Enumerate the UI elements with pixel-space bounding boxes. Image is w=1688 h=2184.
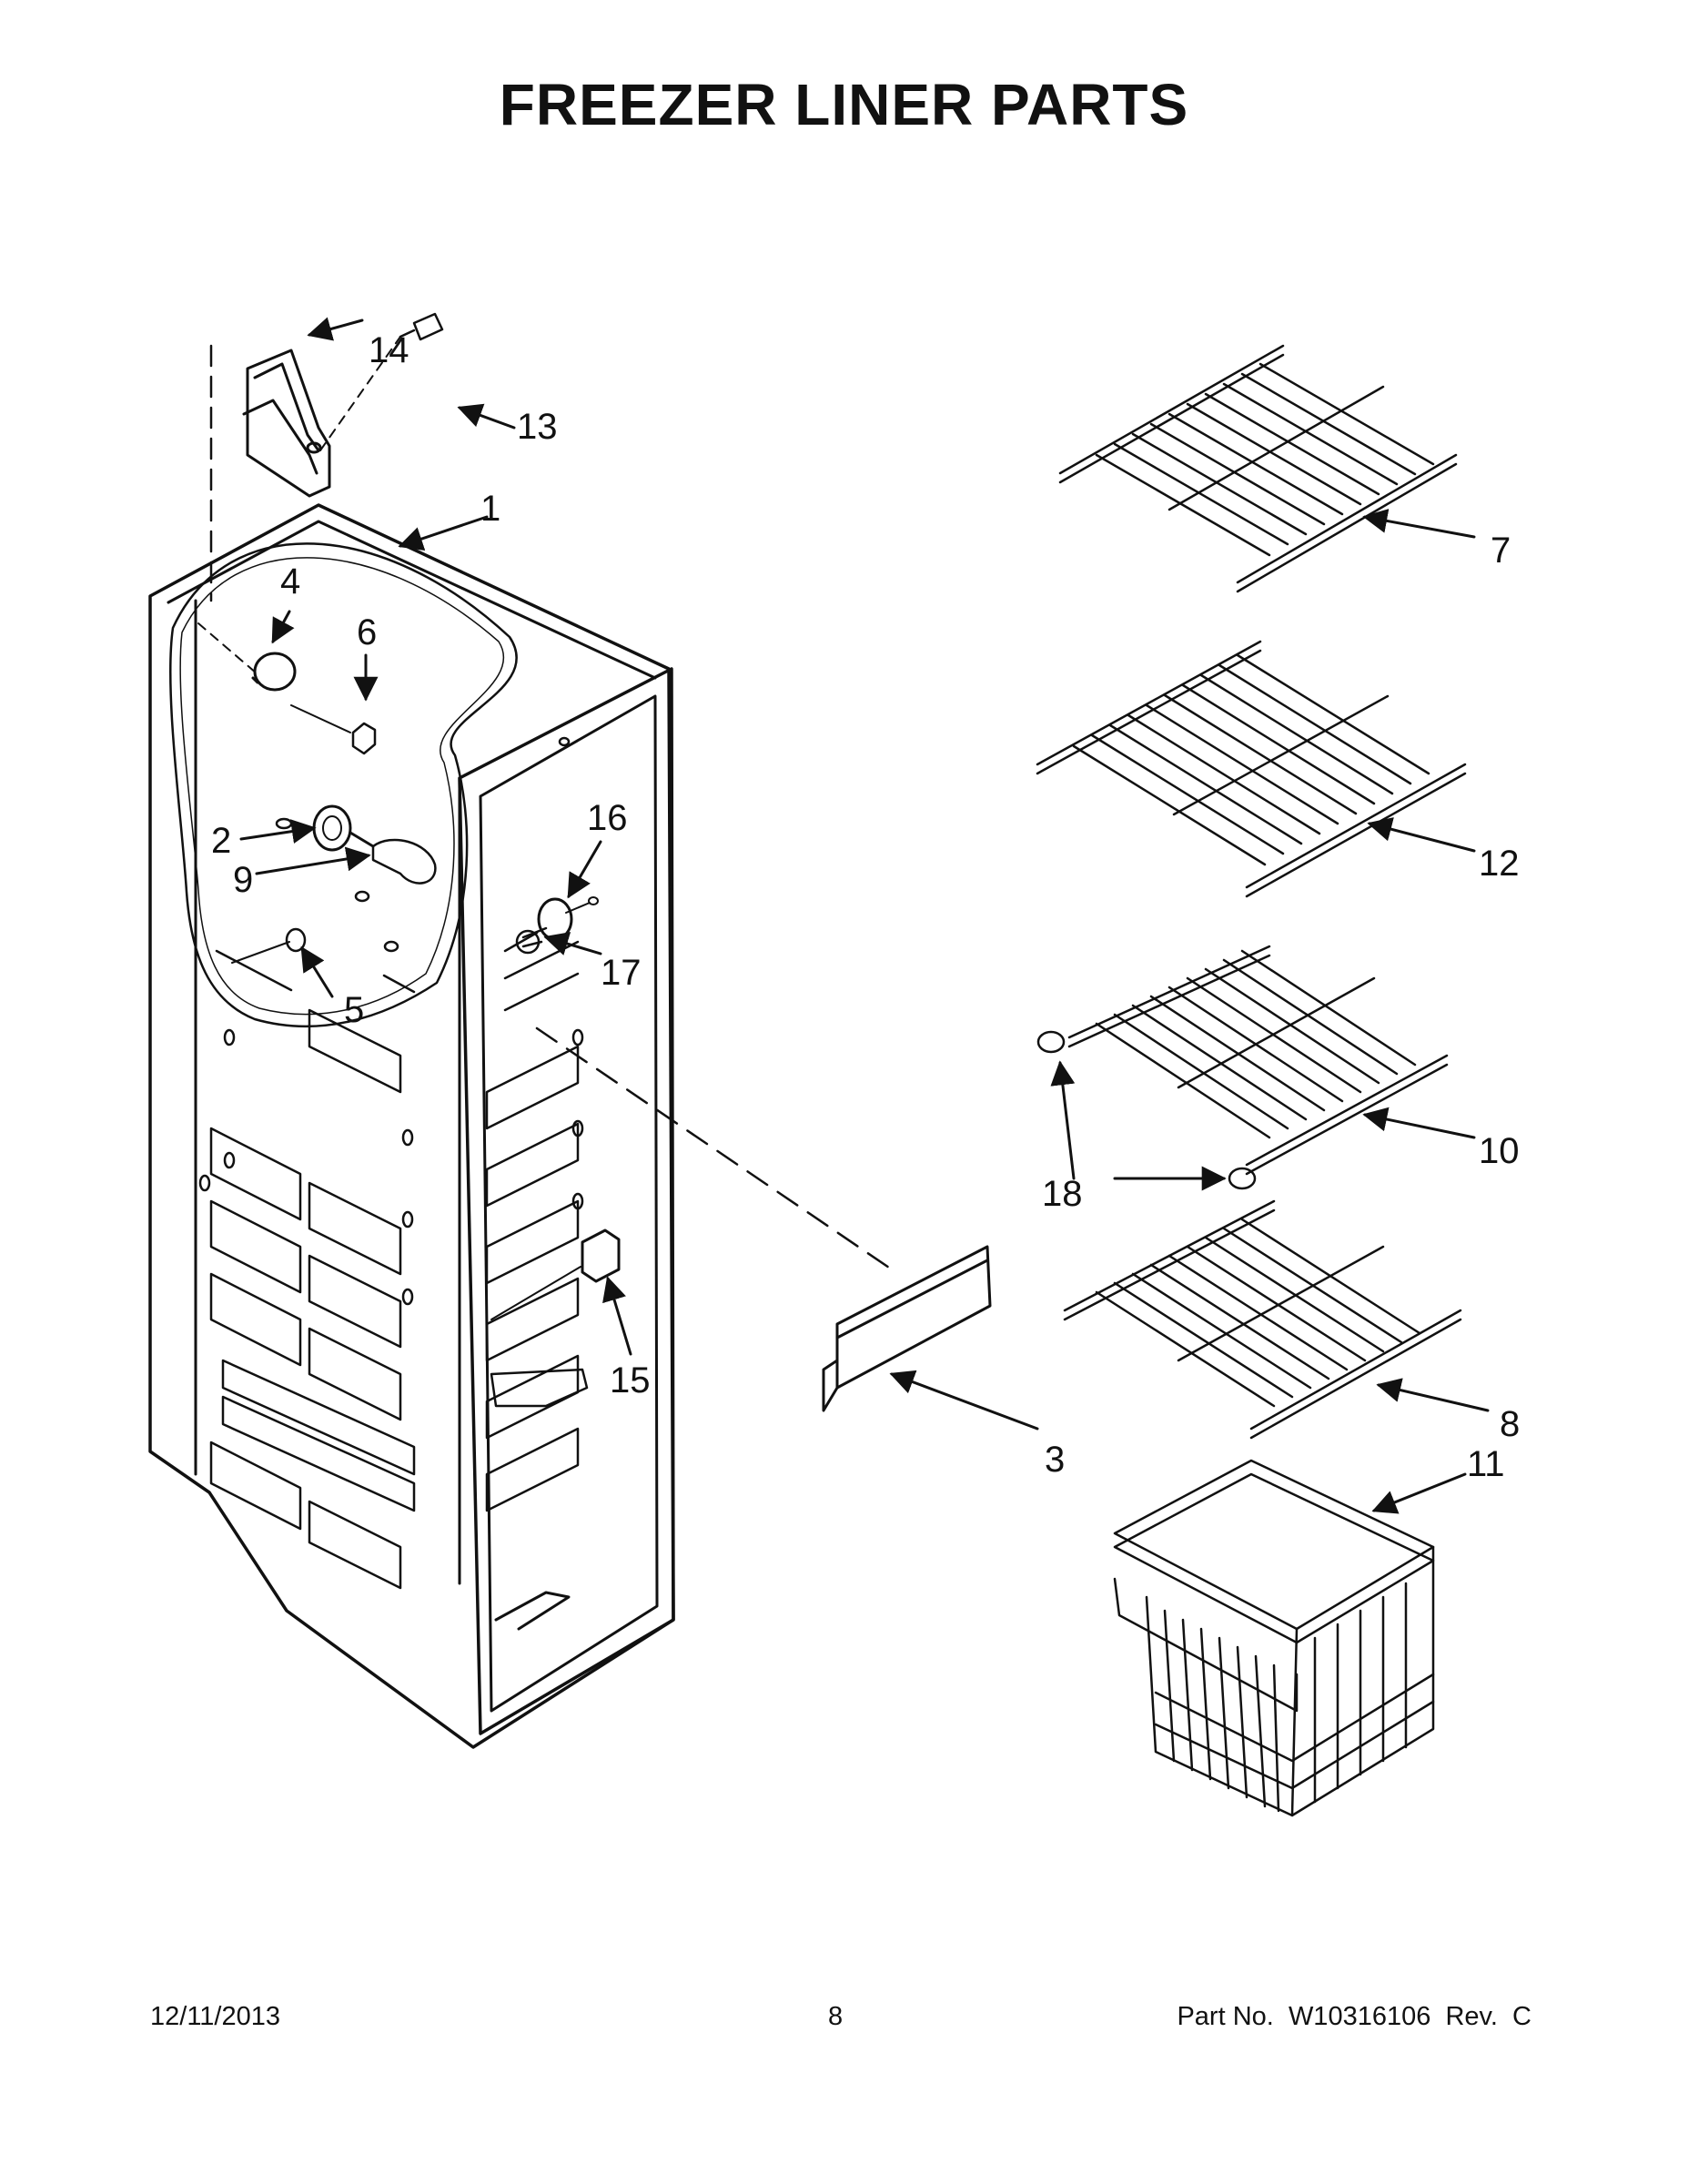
callout-1: 1 [480, 489, 500, 529]
freezer-liner [148, 503, 675, 1749]
callout-8: 8 [1500, 1404, 1520, 1444]
shelf-7 [1058, 344, 1458, 593]
callout-11: 11 [1467, 1444, 1505, 1484]
page-title: FREEZER LINER PARTS [499, 72, 1189, 137]
callout-18: 18 [1042, 1174, 1083, 1214]
footer-part-number: Part No. W10316106 Rev. C [1177, 2002, 1531, 2031]
callout-17: 17 [601, 953, 642, 993]
footer-page-number: 8 [828, 2002, 844, 2031]
basket-11 [1113, 1459, 1435, 1817]
callout-13: 13 [517, 407, 558, 447]
callout-15: 15 [610, 1360, 651, 1400]
bracket [242, 349, 331, 498]
callout-9: 9 [233, 860, 253, 900]
footer-date: 12/11/2013 [150, 2002, 280, 2031]
callout-16: 16 [587, 798, 628, 838]
callout-7: 7 [1491, 531, 1511, 571]
callout-14: 14 [369, 330, 409, 370]
callout-3: 3 [1045, 1440, 1065, 1480]
shelf-12 [1036, 640, 1467, 898]
callout-12: 12 [1479, 844, 1520, 884]
callout-4: 4 [280, 561, 300, 602]
callout-10: 10 [1479, 1131, 1520, 1171]
callout-5: 5 [344, 990, 364, 1030]
shelf-10 [1036, 945, 1449, 1190]
screw [399, 312, 444, 341]
cover [822, 1245, 992, 1412]
callout-2: 2 [211, 821, 231, 861]
shelf-8 [1063, 1199, 1462, 1440]
callout-6: 6 [357, 612, 377, 652]
